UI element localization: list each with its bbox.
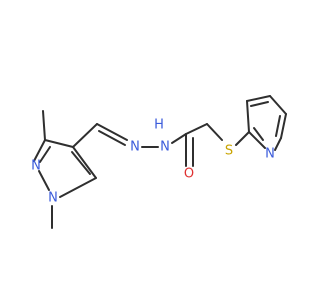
atom-label-h-hydrazide: H xyxy=(154,118,164,133)
atom-label-n-pyridine: N xyxy=(265,147,275,162)
bond-methyl3-c3 xyxy=(42,110,46,141)
bond-py-c2-n-inner xyxy=(253,127,264,141)
bond-c5-c4-inner xyxy=(71,151,91,175)
bond-nh-carbonyl xyxy=(171,133,187,144)
atom-label-s-thioether: S xyxy=(225,144,233,159)
bond-ch-nimine-inner xyxy=(98,130,126,146)
bond-n1-n2 xyxy=(38,170,50,191)
atom-label-n-imine: N xyxy=(130,140,140,155)
bond-py-c3-c2 xyxy=(246,100,250,133)
bond-carbonyl-ch2 xyxy=(185,123,208,135)
bond-c5-c4 xyxy=(72,146,97,179)
bond-c3-n2-inner xyxy=(39,146,51,163)
bond-n1-c5 xyxy=(59,177,97,198)
bond-ch-nimine xyxy=(96,123,128,141)
atom-label-n-hydrazide: N xyxy=(160,140,170,155)
bond-ch2-s xyxy=(206,123,223,141)
bond-py-c4-c3-inner xyxy=(250,101,269,107)
bond-c3-n2 xyxy=(33,139,46,162)
bond-c4-c3 xyxy=(44,139,74,148)
molecule-structure: N N N N H O S N xyxy=(31,95,287,229)
atom-label-n-pyrazole-1: N xyxy=(48,191,58,206)
atom-label-o-carbonyl: O xyxy=(184,167,194,182)
bond-py-c5-c4 xyxy=(269,95,287,115)
bond-py-c6-c5-inner xyxy=(275,115,281,137)
bond-lines xyxy=(33,95,287,229)
bond-py-c6-c5 xyxy=(280,113,287,139)
atom-label-n-pyrazole-2: N xyxy=(31,159,41,174)
molecule-canvas: N N N N H O S N xyxy=(31,95,287,229)
bond-s-c2 xyxy=(235,131,250,146)
bond-c4-ch xyxy=(72,123,98,148)
bond-py-n-c6 xyxy=(274,137,282,151)
bond-py-c4-c3 xyxy=(246,95,271,102)
bond-py-c2-n xyxy=(248,131,266,149)
